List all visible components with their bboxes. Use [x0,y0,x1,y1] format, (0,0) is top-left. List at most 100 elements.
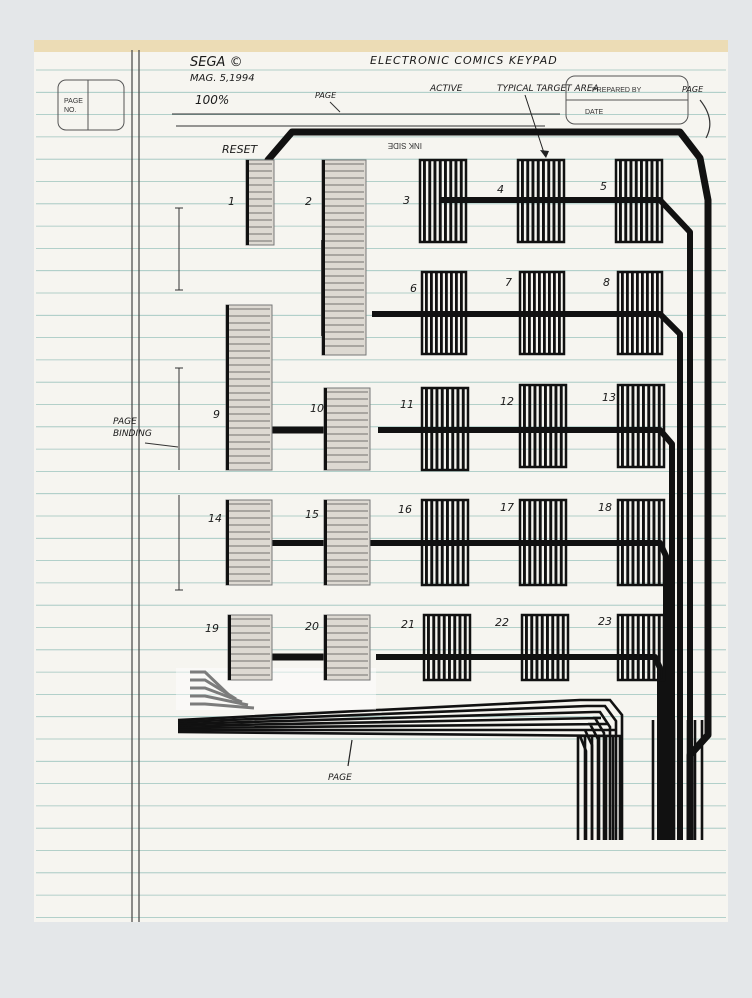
ghost-key-line [248,212,272,214]
ghost-key-edge [228,615,231,680]
ghost-key-line [228,524,270,526]
ghost-key-line [228,573,270,575]
ghost-key-line [324,233,364,235]
ghost-key-edge [226,500,229,585]
key-pad-4 [516,158,566,244]
key-finger [425,500,428,585]
key-finger [621,272,624,354]
key-finger [444,160,447,242]
ghost-key-line [326,524,368,526]
ghost-key-line [228,566,270,568]
key-frame [616,383,666,469]
key-finger [461,500,465,585]
key-finger [528,500,532,585]
ghost-key-line [326,552,368,554]
key-frame [518,270,566,356]
key-finger [458,615,462,680]
key-finger [554,500,558,585]
ghost-key-line [248,205,272,207]
key-finger [636,500,640,585]
ribbon-lead [190,702,255,710]
ghost-key-line [228,378,270,380]
ghost-key-line [228,308,270,310]
page-bottom-arrow [347,739,353,767]
key-number-12: 12 [500,395,514,408]
ribbon-lead [190,694,249,707]
ghost-key-line [326,618,368,620]
key-pad-3 [418,158,468,244]
ghost-key-line [326,573,368,575]
key-finger [423,160,426,242]
key-finger [642,615,645,680]
prepared-by-label: PREPARED BY [592,87,642,94]
key-number-3: 3 [403,194,410,207]
ghost-key-line [324,184,364,186]
key-finger [460,272,463,354]
key-pad-2 [321,159,367,356]
ghost-key-line [228,413,270,415]
date-box-label: DATE [585,109,603,116]
ghost-key-line [324,212,364,214]
ghost-key-line [324,317,364,319]
key-finger [544,385,547,467]
ghost-key-line [228,343,270,345]
key-finger [656,272,659,354]
ribbon-wire [177,710,612,840]
key-finger [430,272,433,354]
key-finger [621,500,624,585]
key-frame [616,270,664,356]
key-finger [425,272,428,354]
key-finger [533,272,536,354]
key-finger [657,500,661,585]
key-finger [542,160,545,242]
key-frame [420,386,470,472]
key-finger [428,160,432,242]
ghost-key-line [326,503,368,505]
key-finger [463,615,467,680]
key-number-9: 9 [213,408,220,421]
key-frame [420,270,468,356]
ghost-key-line [324,198,364,200]
ghost-key-line [228,350,270,352]
key-number-23: 23 [598,615,612,628]
key-pad-6 [420,270,468,356]
ghost-key-line [228,580,270,582]
ghost-key-line [248,170,272,172]
ribbon-lead [190,678,237,701]
key-pad-15 [323,499,371,586]
key-finger [453,615,457,680]
key-finger [556,615,560,680]
key-finger [647,500,651,585]
key-finger [448,615,451,680]
ribbon-wire [177,704,618,840]
ghost-key-edge [322,160,325,355]
ghost-key-line [228,455,270,457]
key-finger [626,615,630,680]
key-number-17: 17 [500,501,514,514]
key-finger [549,500,553,585]
key-number-4: 4 [497,183,504,196]
key-pad-16 [420,498,470,587]
key-finger [427,615,430,680]
ghost-key-line [228,559,270,561]
key-frame [422,613,472,682]
key-finger [631,385,635,467]
key-finger [523,272,526,354]
key-finger [430,500,434,585]
ghost-key-edge [324,615,327,680]
ghost-key-line [228,552,270,554]
key-finger [440,388,444,470]
key-finger [442,615,446,680]
ghost-key-line [230,632,270,634]
ghost-key-line [326,559,368,561]
ghost-key-line [326,440,368,442]
key-finger [559,385,563,467]
key-finger [561,615,565,680]
ghost-key-line [324,268,364,270]
key-finger [652,385,656,467]
ghost-key-line [326,580,368,582]
key-pad-10 [323,387,371,471]
row5-trace [376,654,663,840]
ghost-key-line [230,625,270,627]
key-pad-17 [518,498,568,587]
